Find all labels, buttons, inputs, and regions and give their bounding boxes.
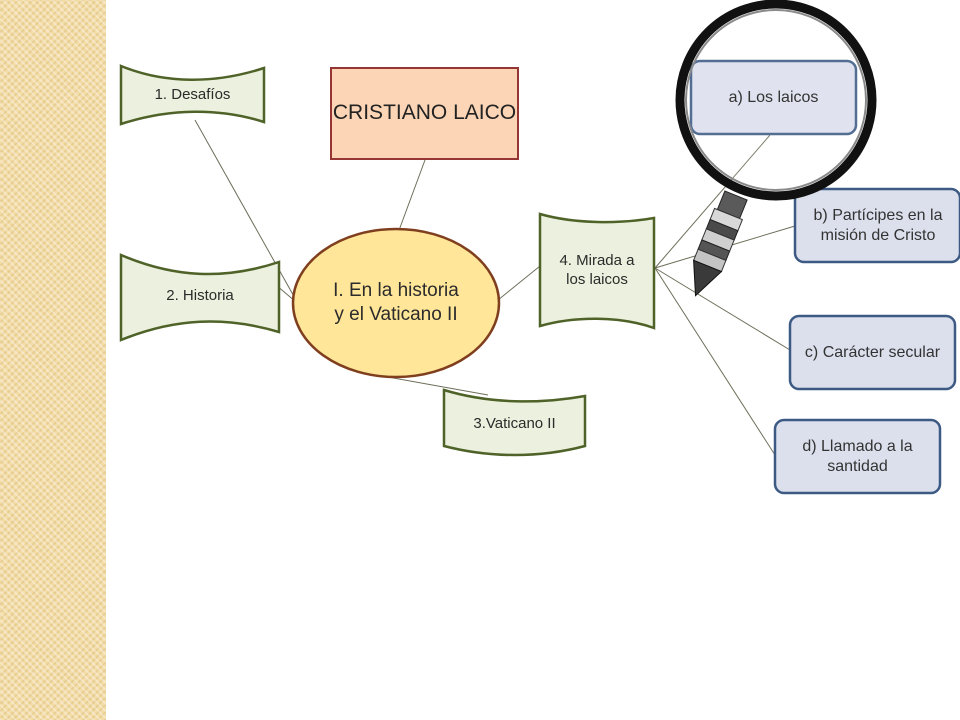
connector-title-center xyxy=(397,159,426,234)
branch-desafios: 1. Desafíos xyxy=(121,74,264,116)
branch-historia: 2. Historia xyxy=(121,274,279,318)
magnifying-glass-icon xyxy=(675,0,877,297)
branch-vaticano-label: 3.Vaticano II xyxy=(473,414,556,432)
sub-laicos-shape xyxy=(689,59,858,136)
sub-item-laicos-label: a) Los laicos xyxy=(728,88,819,106)
sub-item-laicos: a) Los laicos xyxy=(691,61,856,134)
center-node: I. En la historia y el Vaticano II xyxy=(326,245,466,361)
sub-secular-shape xyxy=(788,314,957,391)
branch-mirada-shape xyxy=(538,212,656,330)
branch-desafios-label: 1. Desafíos xyxy=(154,85,231,103)
sub-participes-shape xyxy=(793,187,960,264)
connector-mirada-laicos xyxy=(654,134,771,269)
branch-mirada: 4. Mirada a los laicos xyxy=(548,226,646,316)
sub-item-secular: c) Carácter secular xyxy=(795,316,950,389)
title-node-label: CRISTIANO LAICO xyxy=(332,101,517,125)
sub-item-secular-label: c) Carácter secular xyxy=(804,343,941,361)
sub-item-participes-label: b) Partícipes en la misión de Cristo xyxy=(813,206,943,244)
center-node-shape xyxy=(291,227,501,379)
sub-item-participes: b) Partícipes en la misión de Cristo xyxy=(800,189,956,262)
branch-mirada-label: 4. Mirada a los laicos xyxy=(559,252,635,288)
sub-item-santidad-label: d) Llamado a la santidad xyxy=(802,437,913,475)
branch-historia-label: 2. Historia xyxy=(166,286,234,304)
connector-mirada-center xyxy=(497,261,546,301)
branch-desafios-shape xyxy=(119,64,266,126)
branch-vaticano: 3.Vaticano II xyxy=(444,404,585,444)
connector-mirada-santidad xyxy=(654,267,776,456)
title-node-shape xyxy=(330,67,519,160)
sub-santidad-shape xyxy=(773,418,942,495)
title-node: CRISTIANO LAICO xyxy=(331,68,518,159)
sub-item-santidad: d) Llamado a la santidad xyxy=(780,420,935,493)
center-node-label: I. En la historia y el Vaticano II xyxy=(333,280,459,325)
branch-historia-shape xyxy=(119,253,281,342)
branch-vaticano-shape xyxy=(442,388,587,457)
decorative-side-strip xyxy=(0,0,106,720)
connector-mirada-secular xyxy=(654,267,791,351)
